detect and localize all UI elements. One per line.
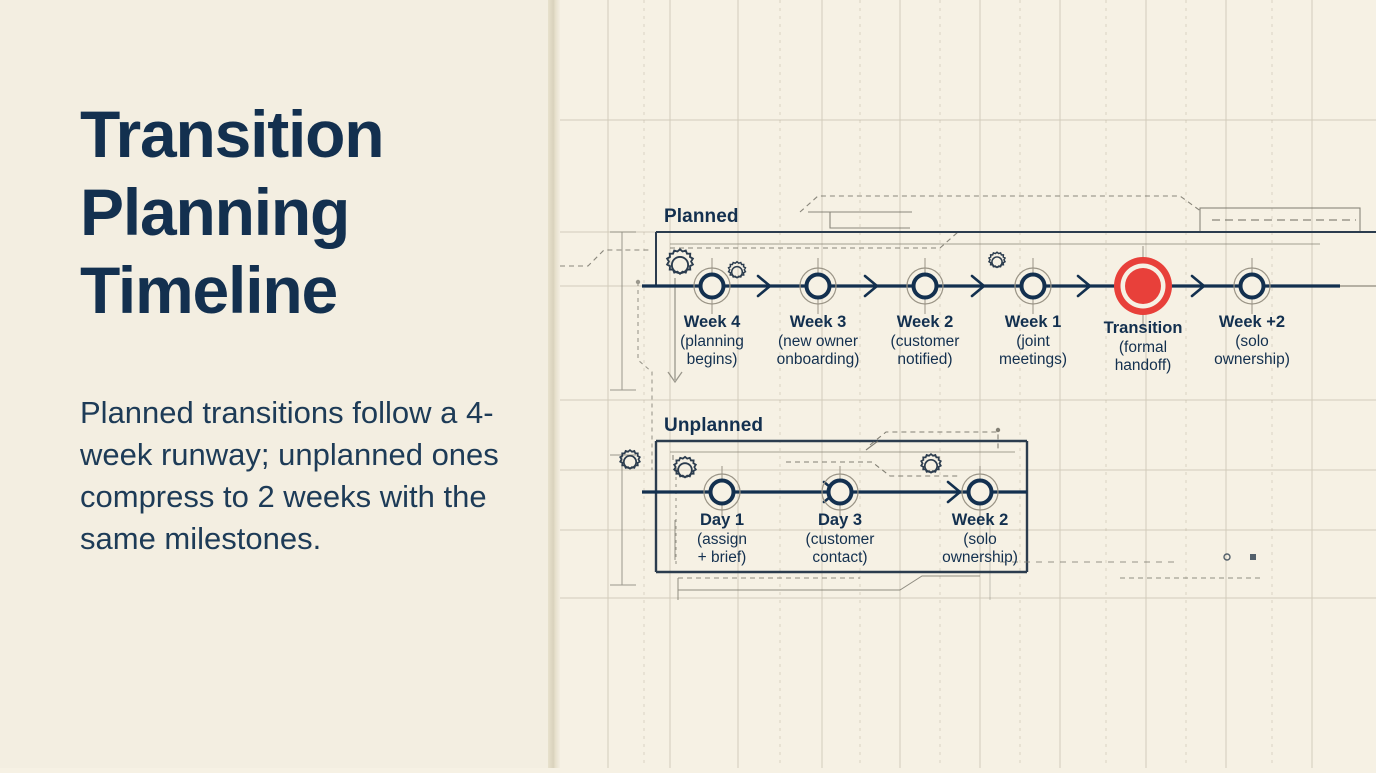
node-label-planned-4: Transition (formal handoff) — [1079, 318, 1207, 375]
gear-icon — [920, 453, 942, 474]
page-title-line-1: Transition — [80, 97, 385, 171]
unplanned-nodes — [703, 466, 999, 518]
planned-track — [642, 231, 1376, 330]
node-detail-line: + brief) — [697, 548, 747, 566]
page-title-line-2: Planning — [80, 174, 350, 249]
node-detail-line: meetings) — [998, 350, 1068, 368]
page-subtitle: Planned transitions follow a 4-week runw… — [80, 395, 499, 556]
node-title: Week +2 — [1218, 313, 1286, 331]
unplanned-track — [619, 427, 1029, 574]
timeline-node[interactable] — [821, 466, 859, 518]
timeline-node[interactable] — [693, 258, 731, 314]
node-detail-line: (solo — [963, 530, 997, 548]
timeline-node[interactable] — [1233, 258, 1271, 314]
node-label-planned-5: Week +2 (solo ownership) — [1188, 312, 1316, 369]
planned-arrowheads — [756, 274, 1206, 298]
node-detail-line: (new owner — [777, 332, 859, 350]
annotation-footer — [677, 518, 1260, 600]
node-detail-line: (joint — [1016, 332, 1050, 350]
node-detail-line: (assign — [697, 530, 747, 548]
node-title: Week 2 — [896, 313, 954, 331]
gear-icon — [987, 251, 1007, 269]
node-label-unplanned-2: Week 2 (solo ownership) — [916, 510, 1044, 567]
unplanned-annotations — [672, 427, 1001, 477]
node-title: Day 3 — [817, 511, 863, 529]
node-title: Week 3 — [789, 313, 847, 331]
node-label-planned-0: Week 4 (planning begins) — [648, 312, 776, 369]
corner-marks — [1000, 553, 1256, 563]
text-panel — [0, 0, 548, 768]
timeline-node[interactable] — [799, 258, 837, 314]
node-detail-line: (solo — [1235, 332, 1269, 350]
node-label-unplanned-0: Day 1 (assign + brief) — [658, 510, 786, 567]
group-title-planned: Planned — [664, 206, 739, 227]
node-detail-line: (formal — [1118, 338, 1168, 356]
node-label-planned-1: Week 3 (new owner onboarding) — [754, 312, 882, 369]
node-detail-line: (planning — [680, 332, 744, 350]
gear-icon — [665, 248, 695, 275]
timeline-node[interactable] — [1014, 258, 1052, 314]
node-title: Week 1 — [1004, 313, 1062, 331]
node-title: Transition — [1103, 319, 1183, 337]
timeline-node[interactable] — [961, 466, 999, 518]
node-detail-line: ownership) — [1214, 350, 1290, 368]
page-title: Transition Planning Timeline — [80, 96, 520, 330]
gear-icon — [672, 455, 698, 479]
node-detail-line: ownership) — [942, 548, 1018, 566]
unplanned-group-rule — [654, 439, 1027, 574]
timeline-diagram: Planned Unplanned Week 4 (planning begin… — [560, 0, 1376, 768]
page-title-line-3: Timeline — [80, 252, 338, 327]
node-detail-line: contact) — [812, 548, 868, 566]
node-label-planned-3: Week 1 (joint meetings) — [969, 312, 1097, 369]
node-detail-line: (customer — [890, 332, 960, 350]
timeline-node[interactable] — [703, 466, 741, 518]
node-title: Week 4 — [683, 313, 741, 331]
planned-nodes — [693, 246, 1271, 330]
page-divider — [548, 0, 560, 768]
node-detail-line: onboarding) — [776, 350, 860, 368]
node-label-planned-2: Week 2 (customer notified) — [861, 312, 989, 369]
node-detail-line: notified) — [897, 350, 953, 368]
node-label-unplanned-1: Day 3 (customer contact) — [776, 510, 904, 567]
node-title: Day 1 — [699, 511, 745, 529]
timeline-node-transition[interactable] — [1114, 246, 1172, 330]
node-detail-line: begins) — [686, 350, 738, 368]
timeline-node[interactable] — [906, 258, 944, 314]
timeline-svg — [560, 195, 1376, 600]
group-title-unplanned: Unplanned — [664, 415, 764, 436]
gear-icon — [619, 449, 641, 470]
node-detail-line: handoff) — [1114, 356, 1172, 374]
node-title: Week 2 — [951, 511, 1009, 529]
node-detail-line: (customer — [805, 530, 875, 548]
gear-icon — [727, 260, 747, 279]
annotation-lines — [610, 231, 683, 586]
